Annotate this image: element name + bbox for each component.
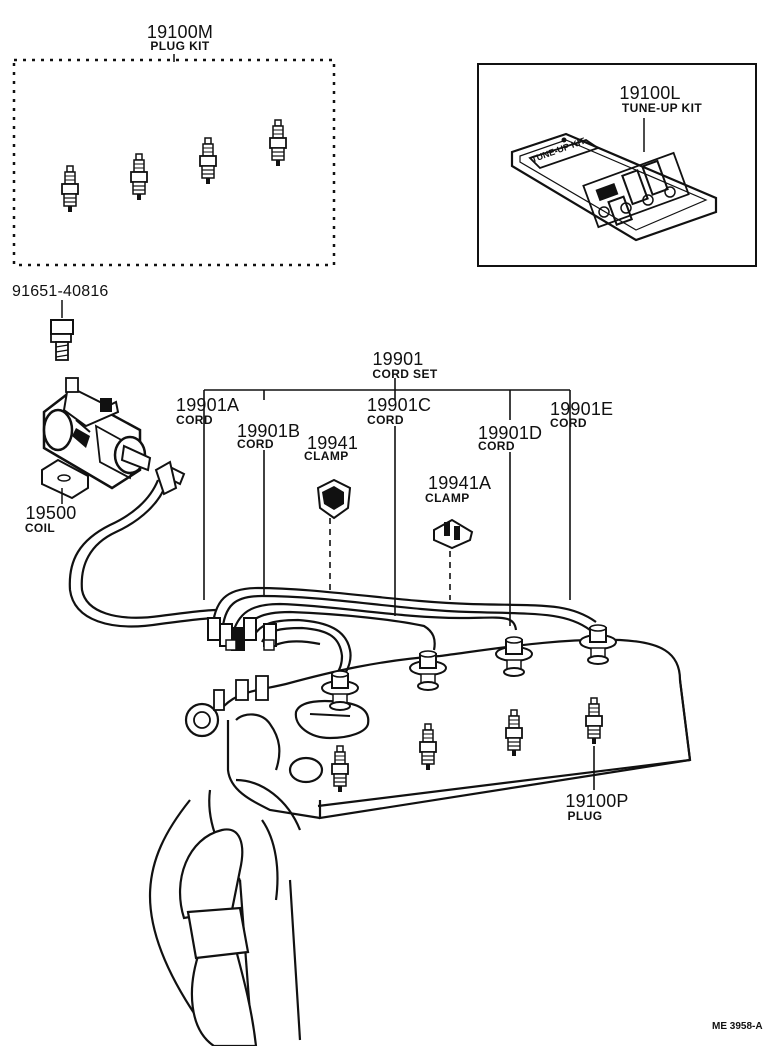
cooling-fan [179,828,258,1046]
clamp-19941a [433,518,474,550]
cord-c-name: CORD [367,413,404,427]
cord-leader-lines [203,378,571,626]
cord-e-name: CORD [550,416,587,430]
installed-spark-plugs [331,697,603,793]
plug-kit-part-number: 19100M [146,22,214,42]
engine-distributor-fitting [184,675,269,738]
plug-boots [321,624,617,711]
cord-set-part-number: 19901 [372,349,424,369]
plug-part-number: 19100P [565,791,629,811]
coil-lead-cord [68,460,217,628]
bolt-part-number: 91651-40816 [12,283,109,300]
clamp-part-number: 19941 [307,433,359,453]
ignition-coil [41,377,152,504]
cord-d-name: CORD [478,439,515,453]
tune-up-kit-frame [477,63,757,267]
clamp-19941 [316,478,352,520]
coil-part-number: 19500 [25,503,77,523]
cord-b-part-number: 19901B [237,421,301,441]
cord-bundle [210,586,597,673]
clamp-a-part-number: 19941A [428,473,492,493]
plug-kit-frame [12,58,336,267]
cord-a-name: CORD [176,413,213,427]
cord-a-part-number: 19901A [176,395,240,415]
coil-name: COIL [24,521,56,535]
cord-e-part-number: 19901E [550,399,614,419]
bolt [50,300,74,361]
clamp-a-name: CLAMP [425,491,470,505]
engine-head [148,638,692,1041]
plug-name: PLUG [567,809,603,823]
cord-set-name: CORD SET [372,367,438,381]
figure-code: ME 3958-A [712,1021,763,1032]
cord-c-part-number: 19901C [367,395,432,415]
cord-d-part-number: 19901D [478,423,543,443]
cord-b-name: CORD [237,437,274,451]
cord-end-connectors [207,617,277,651]
tune-up-kit-part-number: 19100L [619,83,681,103]
tune-up-kit-package [510,132,718,242]
tune-up-kit-name: TUNE-UP KIT [621,101,703,115]
plug-kit-spark-plugs [61,119,287,213]
clamp-name: CLAMP [304,449,349,463]
oil-filler-cap [294,699,370,740]
plug-kit-name: PLUG KIT [150,39,210,53]
